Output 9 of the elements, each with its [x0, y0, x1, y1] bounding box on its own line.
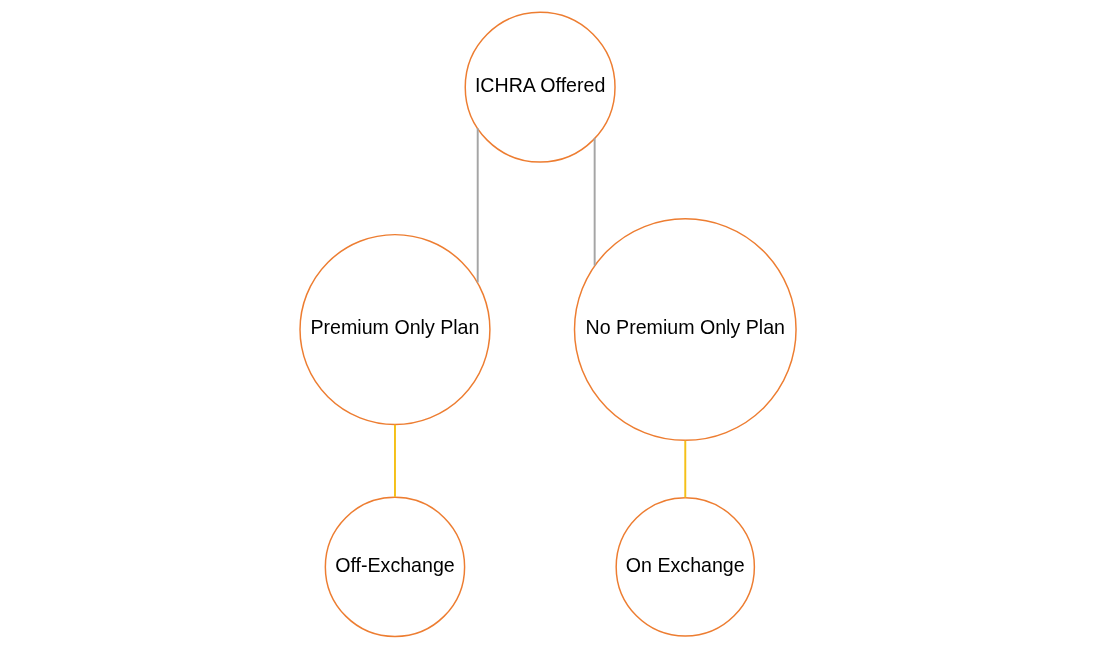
node-circle: ICHRA Offered: [464, 11, 616, 163]
node-circle: No Premium Only Plan: [573, 218, 797, 442]
connector: [394, 423, 396, 498]
connector: [476, 127, 479, 284]
node-circle: Off-Exchange: [324, 496, 466, 638]
node-circle: Premium Only Plan: [299, 233, 491, 426]
connector: [593, 137, 596, 267]
connector: [684, 439, 687, 499]
node-circle: On Exchange: [615, 497, 756, 637]
